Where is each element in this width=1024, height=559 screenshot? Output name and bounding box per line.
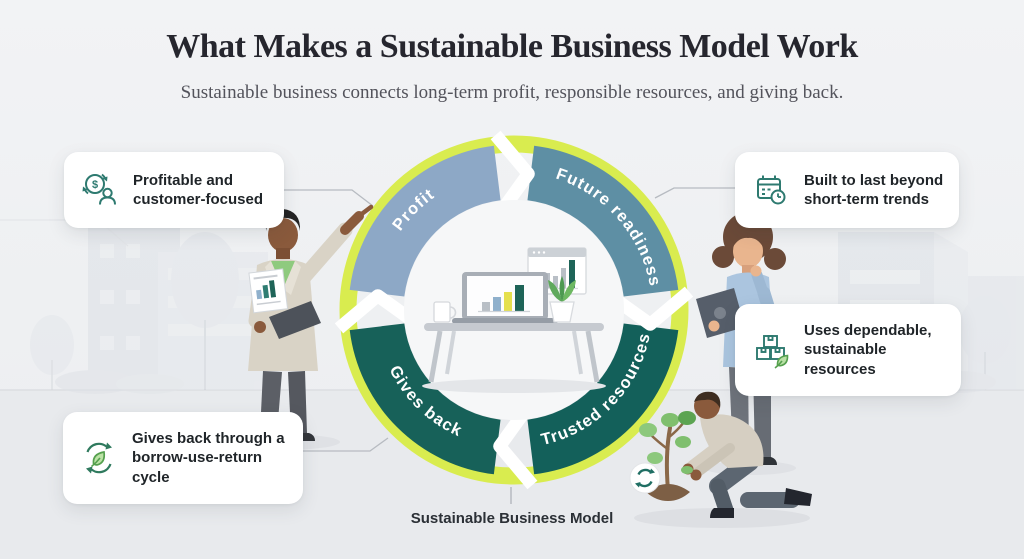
mug (433, 301, 457, 323)
chevron-right (611, 286, 694, 331)
recycle-badge (629, 462, 661, 494)
kneeling-figure (681, 391, 812, 518)
sustainability-cycle-ring: Profit Future readiness Trusted resource… (334, 130, 694, 490)
chevron-left (334, 289, 417, 334)
dollar-customer-icon: $ (82, 173, 116, 205)
page-subtitle: Sustainable business connects long-term … (180, 82, 844, 103)
callout-text: Gives back through a borrow-use-return c… (132, 430, 285, 486)
recycle-leaf-icon (86, 442, 112, 474)
chevron-separators (334, 130, 694, 490)
person-planting-sapling (639, 391, 812, 518)
connector-top-right (654, 187, 738, 199)
callout-gives-back: Gives back through a borrow-use-return c… (63, 412, 303, 504)
sapling (639, 411, 696, 501)
desk-with-laptop-and-charts (422, 247, 606, 393)
chevron-bottom (493, 407, 538, 490)
laptop-with-bar-chart (452, 272, 558, 324)
segment-trusted-resources (526, 322, 679, 475)
potted-plant (548, 276, 576, 323)
left-buildings (0, 219, 268, 394)
cycle-caption: Sustainable Business Model (410, 510, 614, 527)
connector-bottom-left (298, 437, 389, 452)
connector-top-left (281, 189, 374, 207)
callout-text: Uses dependable, sustainable resources (804, 322, 932, 378)
desk (424, 323, 604, 383)
segment-gives-back (349, 322, 502, 475)
boxes-leaf-icon (756, 335, 789, 369)
callout-sustainable-resources: Uses dependable, sustainable resources (735, 304, 961, 396)
chevron-top (490, 130, 535, 213)
outer-lime-ring (339, 135, 689, 485)
page-title: What Makes a Sustainable Business Model … (166, 28, 858, 65)
segment-future-readiness (526, 145, 679, 298)
callout-text: Profitable and customer-focused (133, 171, 264, 208)
man-pointing-at-cycle (248, 204, 374, 441)
callout-text: Built to last beyond short-term trends (804, 171, 944, 208)
callout-built-to-last: Built to last beyond short-term trends (735, 152, 959, 228)
calendar-clock-icon (757, 175, 786, 205)
callout-profitable: $ Profitable and customer-focused (64, 152, 284, 228)
segment-profit (349, 145, 502, 298)
svg-text:$: $ (92, 179, 98, 191)
